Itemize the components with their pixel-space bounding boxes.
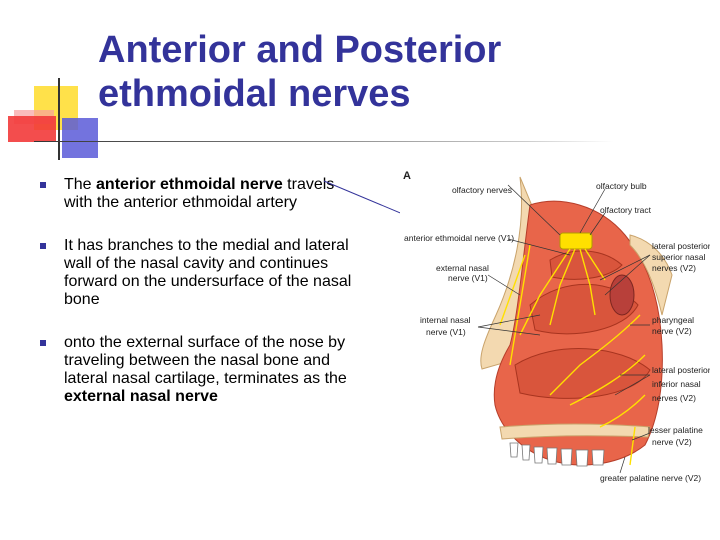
bullet-2-text: It has branches to the medial and latera… bbox=[64, 237, 352, 308]
label-internal-nasal-1: internal nasal bbox=[420, 315, 471, 325]
decorative-red-bar bbox=[8, 116, 56, 142]
label-lat-post-sup-1: lateral posterior bbox=[652, 241, 710, 251]
bullet-marker-icon bbox=[40, 243, 46, 249]
label-internal-nasal-2: nerve (V1) bbox=[426, 327, 466, 337]
bullet-list: The anterior ethmoidal nerve travels wit… bbox=[38, 176, 356, 431]
panel-letter: A bbox=[403, 170, 411, 182]
label-pharyngeal-1: pharyngeal bbox=[652, 315, 694, 325]
slide-title: Anterior and Posterior ethmoidal nerves bbox=[98, 28, 698, 116]
label-lesser-palatine-2: nerve (V2) bbox=[652, 437, 692, 447]
label-olfactory-bulb: olfactory bulb bbox=[596, 181, 647, 191]
bullet-3-text: onto the external surface of the nose by… bbox=[64, 334, 347, 387]
bullet-item: It has branches to the medial and latera… bbox=[38, 237, 356, 309]
label-external-nasal-2: nerve (V1) bbox=[448, 273, 488, 283]
bullet-item: The anterior ethmoidal nerve travels wit… bbox=[38, 176, 356, 212]
hard-palate bbox=[499, 423, 651, 440]
label-anterior-ethmoidal: anterior ethmoidal nerve (V1) bbox=[404, 233, 514, 243]
label-olfactory-nerves: olfactory nerves bbox=[452, 185, 512, 195]
sphenoid-sinus bbox=[609, 274, 635, 316]
bullet-1-prefix: The bbox=[64, 176, 97, 193]
label-external-nasal-1: external nasal bbox=[436, 263, 489, 273]
decorative-vertical-line bbox=[58, 78, 60, 160]
bullet-marker-icon bbox=[40, 182, 46, 188]
label-lesser-palatine-1: lesser palatine bbox=[648, 425, 703, 435]
sphenoid-region bbox=[629, 234, 673, 316]
decorative-blue-square bbox=[62, 118, 98, 158]
bullet-1-bold: anterior ethmoidal nerve bbox=[96, 176, 283, 193]
title-line-1: Anterior and Posterior bbox=[98, 29, 502, 71]
skin-outline bbox=[400, 165, 645, 520]
bullet-3-bold: external nasal nerve bbox=[64, 388, 218, 405]
label-olfactory-tract: olfactory tract bbox=[600, 205, 652, 215]
label-lat-post-sup-3: nerves (V2) bbox=[652, 263, 696, 273]
label-lat-post-inf-1: lateral posterior bbox=[652, 365, 710, 375]
label-greater-palatine: greater palatine nerve (V2) bbox=[600, 473, 701, 483]
leader-lines bbox=[477, 184, 651, 474]
bullet-1-suffix: travels with the anterior ethmoidal arte… bbox=[64, 176, 335, 211]
inferior-turbinate bbox=[514, 348, 651, 399]
title-line-2: ethmoidal nerves bbox=[98, 73, 411, 115]
label-lat-post-sup-2: superior nasal bbox=[652, 252, 706, 262]
teeth-icon bbox=[509, 442, 605, 467]
bullet-marker-icon bbox=[40, 340, 46, 346]
olfactory-bulb bbox=[559, 232, 593, 250]
nasal-nerve-diagram: A olfactory nerves olfactory bulb olfact… bbox=[400, 165, 710, 520]
label-lat-post-inf-3: nerves (V2) bbox=[652, 393, 696, 403]
bullet-item: onto the external surface of the nose by… bbox=[38, 334, 356, 406]
label-lat-post-inf-2: inferior nasal bbox=[652, 379, 701, 389]
label-pharyngeal-2: nerve (V2) bbox=[652, 326, 692, 336]
title-underline bbox=[34, 141, 614, 142]
